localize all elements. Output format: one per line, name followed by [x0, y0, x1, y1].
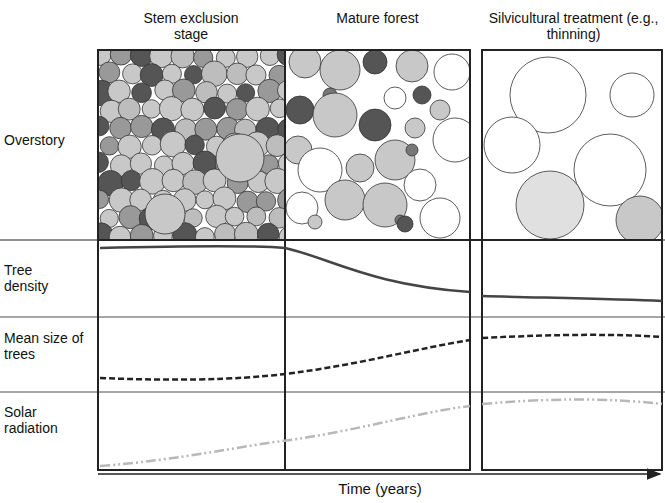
column-header: Stem exclusion stage: [136, 10, 246, 42]
tree-crown: [257, 223, 279, 240]
tree-crown: [98, 190, 109, 208]
tree-crown: [195, 228, 214, 240]
tree-crown: [397, 216, 413, 232]
tree-crown: [270, 99, 285, 118]
tree-crown: [142, 100, 161, 119]
tree-crown: [413, 86, 431, 104]
tree-crown: [363, 50, 387, 74]
tree-crown: [204, 97, 226, 119]
column-header: Mature forest: [290, 10, 465, 26]
axis-label: Time (years): [300, 481, 460, 497]
thinned-canopy: [484, 57, 662, 240]
tree-crown: [216, 134, 264, 182]
tree-crown: [616, 196, 662, 240]
tree-crown: [420, 198, 460, 238]
row-label: Tree density: [4, 262, 74, 294]
tree-crown: [109, 226, 131, 240]
tree-crown: [404, 169, 436, 201]
row-label: Overstory: [4, 132, 94, 148]
tree-crown: [396, 50, 428, 82]
tree-crown: [131, 115, 153, 137]
tree-crown: [234, 222, 258, 240]
tree-crown: [260, 50, 279, 65]
tree-crown: [266, 135, 285, 157]
tree-crown: [226, 99, 248, 121]
mature-canopy: [285, 50, 470, 238]
tree-crown: [121, 170, 141, 190]
column-header: Silvicultural treatment (e.g., thinning): [482, 10, 665, 42]
tree-crown: [359, 109, 391, 141]
tree-crown: [313, 93, 357, 137]
tree-crown: [98, 152, 108, 173]
tree-crown: [320, 50, 360, 90]
time-axis: [98, 473, 660, 475]
tree-crown: [516, 171, 584, 239]
tree-crown: [159, 96, 183, 120]
tree-crown: [433, 118, 470, 162]
tree-crown: [346, 154, 374, 182]
tree-crown: [289, 50, 321, 78]
tree-crown: [196, 191, 214, 209]
tree-crown: [162, 169, 184, 191]
tree-crown: [484, 117, 540, 173]
row-label: Solar radiation: [4, 404, 84, 436]
tree-crown: [99, 62, 120, 83]
tree-crown: [277, 81, 285, 100]
tree-crown: [123, 64, 143, 84]
tree-crown: [277, 50, 285, 66]
tree-crown: [227, 63, 249, 85]
tree-crown: [384, 87, 406, 109]
tree-crown: [142, 135, 162, 155]
row-label: Mean size of trees: [4, 330, 84, 362]
radiation-curve: [100, 400, 662, 467]
tree-crown: [98, 116, 109, 135]
tree-crown: [610, 73, 654, 117]
tree-crown: [325, 180, 365, 220]
tree-crown: [145, 194, 185, 234]
tree-crown: [406, 144, 418, 156]
tree-crown: [215, 223, 236, 240]
tree-crown: [308, 215, 322, 229]
tree-crown: [574, 134, 646, 206]
tree-crown: [181, 98, 204, 121]
tree-crown: [286, 96, 314, 124]
tree-crown: [434, 54, 470, 90]
tree-crown: [265, 168, 285, 193]
dense-canopy: [98, 50, 285, 240]
tree-crown: [430, 100, 450, 120]
size-curve: [100, 335, 662, 380]
density-curve: [100, 246, 662, 301]
tree-crown: [100, 137, 118, 155]
panel-grid: [0, 50, 665, 470]
tree-crown: [405, 118, 425, 138]
